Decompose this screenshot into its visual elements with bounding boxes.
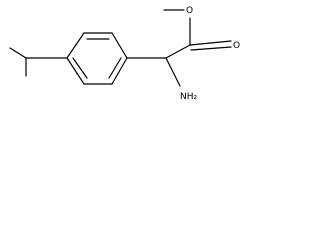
- atom-label-amine: NH₂: [180, 92, 198, 102]
- bond-carbonyl-double-b: [190, 46, 232, 51]
- benzene-ring: [66, 32, 128, 85]
- ring-bond-6: [66, 57, 85, 85]
- bond-alpha-carbon-carbonyl: [165, 44, 191, 59]
- atom-label-carbonyl-oxygen: O: [233, 41, 240, 51]
- isopropyl-group: [9, 47, 68, 77]
- molecule-drawing: O O NH₂: [9, 6, 240, 102]
- ring-bond-3: [111, 32, 128, 59]
- ring-bond-4: [111, 57, 128, 85]
- ring-double-bond-right: [108, 57, 122, 79]
- bond-methyl-upper: [9, 47, 27, 59]
- ring-double-bond-left: [72, 57, 88, 79]
- bond-alpha-carbon-amine: [165, 57, 181, 87]
- ring-bond-1: [66, 32, 85, 59]
- atom-label-ether-oxygen: O: [186, 6, 193, 16]
- bond-carbonyl-double-a: [189, 40, 232, 46]
- structure-diagram: O O NH₂: [0, 0, 252, 123]
- amino-ester-chain: [126, 9, 232, 87]
